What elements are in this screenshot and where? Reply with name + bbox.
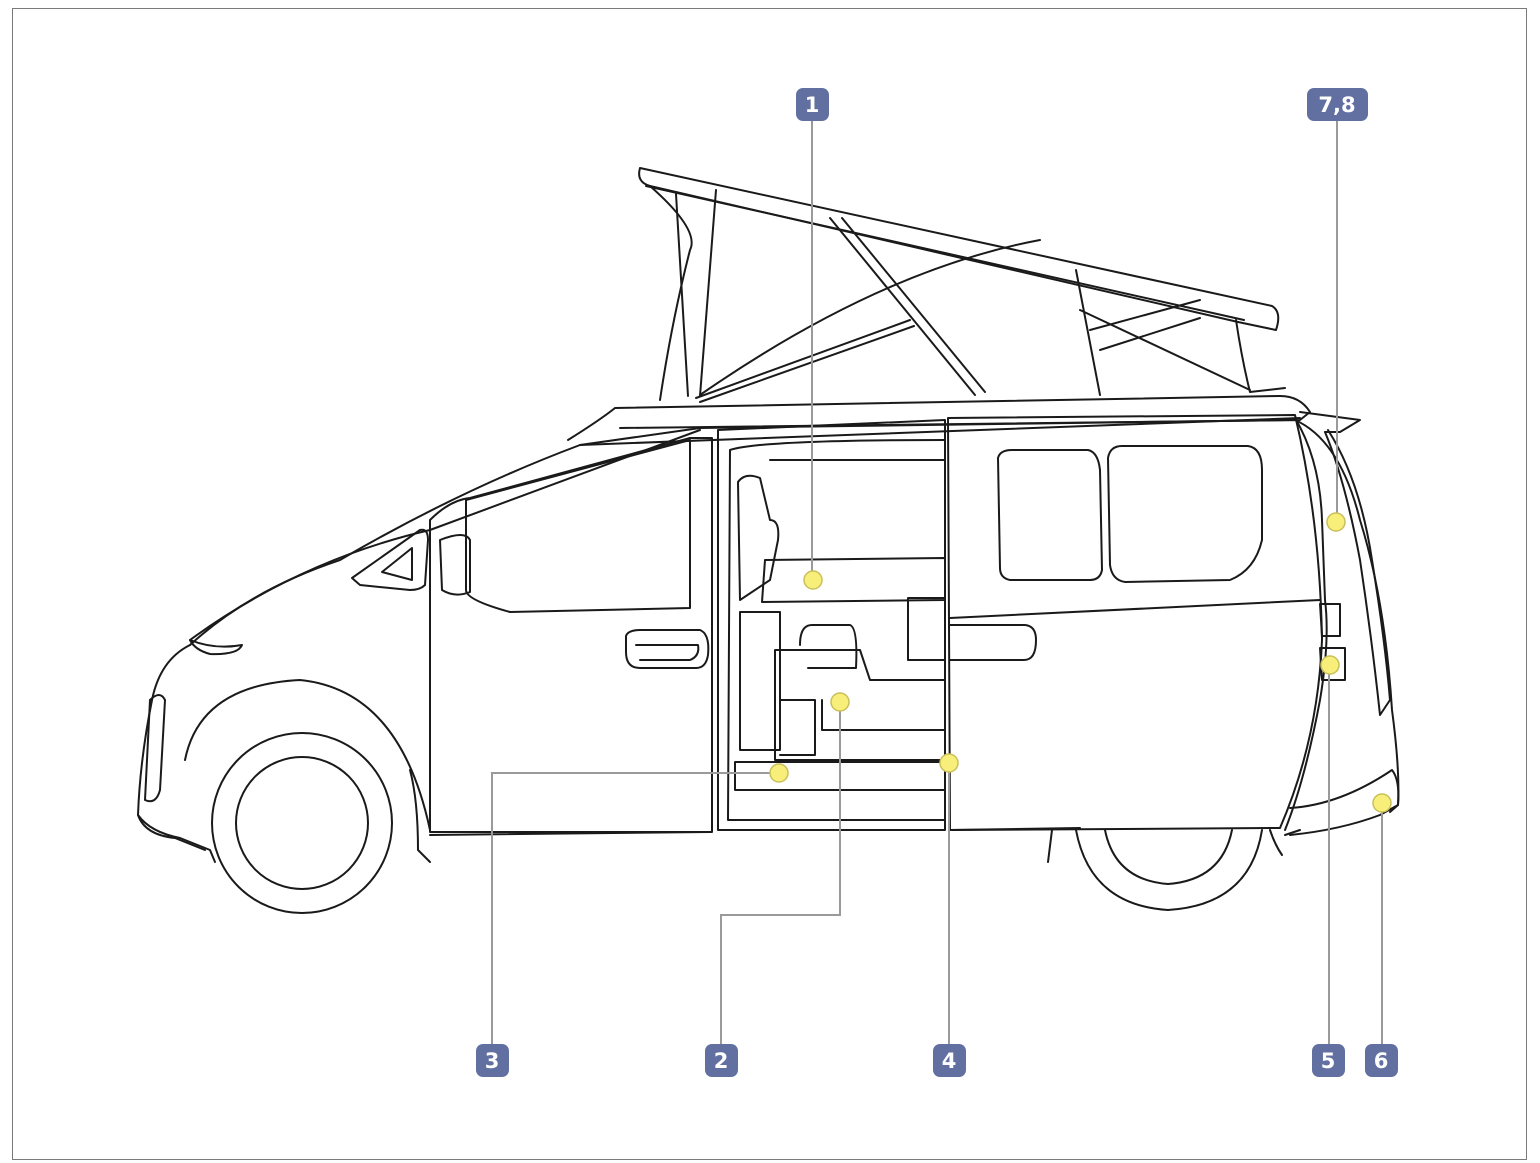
- roof-strut-a: [829, 217, 976, 396]
- roof-gas-spring-2: [699, 325, 915, 403]
- callout-badge-1: 1: [796, 88, 829, 121]
- callout-label-1: 1: [805, 93, 820, 117]
- tailgate: [1324, 429, 1391, 716]
- leader-lines: [491, 120, 1383, 1045]
- marker-4: [939, 753, 959, 773]
- roof-strut-b: [841, 217, 986, 393]
- body-outline: [189, 419, 1400, 836]
- marker-5: [1320, 655, 1340, 675]
- callout-label-6: 6: [1374, 1049, 1389, 1073]
- callout-badge-6: 6: [1365, 1044, 1398, 1077]
- roof-rear-fold: [1235, 319, 1286, 393]
- sliding-door: [947, 414, 1323, 831]
- front-door-window: [465, 439, 691, 613]
- front-bumper: [137, 814, 216, 863]
- interior-handle: [799, 624, 858, 669]
- callout-badge-5: 5: [1312, 1044, 1345, 1077]
- front-door-handle-inner: [635, 644, 700, 661]
- leader-3: [491, 772, 780, 1045]
- callout-badge-4: 4: [933, 1044, 966, 1077]
- door-opening-inner: [727, 439, 946, 821]
- rear-bumper: [1289, 769, 1400, 813]
- body-bottom: [174, 827, 1301, 851]
- roof-tent-pole-front: [699, 189, 717, 397]
- front-rim: [235, 756, 369, 890]
- callout-badge-7-8: 7,8: [1307, 88, 1368, 121]
- marker-6: [1372, 793, 1392, 813]
- roof-lid-inner: [645, 185, 1245, 321]
- sliding-door-handle: [949, 624, 1037, 661]
- callout-badge-3: 3: [476, 1044, 509, 1077]
- side-mirror: [439, 534, 471, 596]
- callout-label-3: 3: [485, 1049, 500, 1073]
- interior-wall: [761, 459, 946, 603]
- quarter-window-inner: [381, 547, 413, 581]
- roof-rail: [567, 395, 1311, 441]
- hood: [189, 429, 701, 641]
- headlight: [189, 639, 243, 656]
- interior-step: [734, 761, 946, 791]
- rear-rim: [1104, 829, 1233, 885]
- callout-badge-2: 2: [705, 1044, 738, 1077]
- roof-rear-struts: [1075, 269, 1251, 396]
- interior-seat: [737, 474, 780, 601]
- marker-1: [803, 570, 823, 590]
- front-door: [429, 437, 713, 833]
- leader-2: [720, 702, 841, 1045]
- roof-tent-fold: [675, 193, 689, 397]
- sliding-door-window-2: [1107, 445, 1263, 583]
- rear-pillar: [1284, 417, 1328, 831]
- sliding-door-line: [949, 599, 1321, 619]
- front-tire: [211, 732, 393, 914]
- interior-bench: [739, 611, 781, 751]
- front-fascia: [137, 644, 191, 839]
- door-opening: [717, 419, 946, 831]
- callout-label-2: 2: [714, 1049, 729, 1073]
- rear-spoiler: [1299, 411, 1361, 433]
- callout-label-7-8: 7,8: [1318, 93, 1355, 117]
- interior-box: [779, 699, 946, 756]
- rear-tire: [1075, 829, 1263, 911]
- front-wheel-arch: [184, 679, 431, 831]
- marker-2: [830, 692, 850, 712]
- callout-label-4: 4: [942, 1049, 957, 1073]
- roof-canvas-curve: [699, 239, 1041, 396]
- rear-arch-trim: [1047, 829, 1283, 863]
- van-illustration: [137, 167, 1400, 914]
- sliding-door-panel: [907, 597, 946, 661]
- front-arch-trim: [409, 769, 431, 863]
- sliding-door-window-1: [997, 449, 1103, 581]
- location-markers: [769, 512, 1392, 813]
- interior-cabinet: [774, 649, 946, 761]
- quarter-window: [351, 528, 429, 591]
- front-door-handle: [625, 629, 710, 669]
- roof-gas-spring: [695, 319, 911, 399]
- callout-label-5: 5: [1321, 1049, 1336, 1073]
- roof-lid: [638, 167, 1280, 331]
- marker-3: [769, 763, 789, 783]
- front-grille: [144, 694, 166, 803]
- diagram-frame: [12, 8, 1527, 1160]
- marker-7-8: [1326, 512, 1346, 532]
